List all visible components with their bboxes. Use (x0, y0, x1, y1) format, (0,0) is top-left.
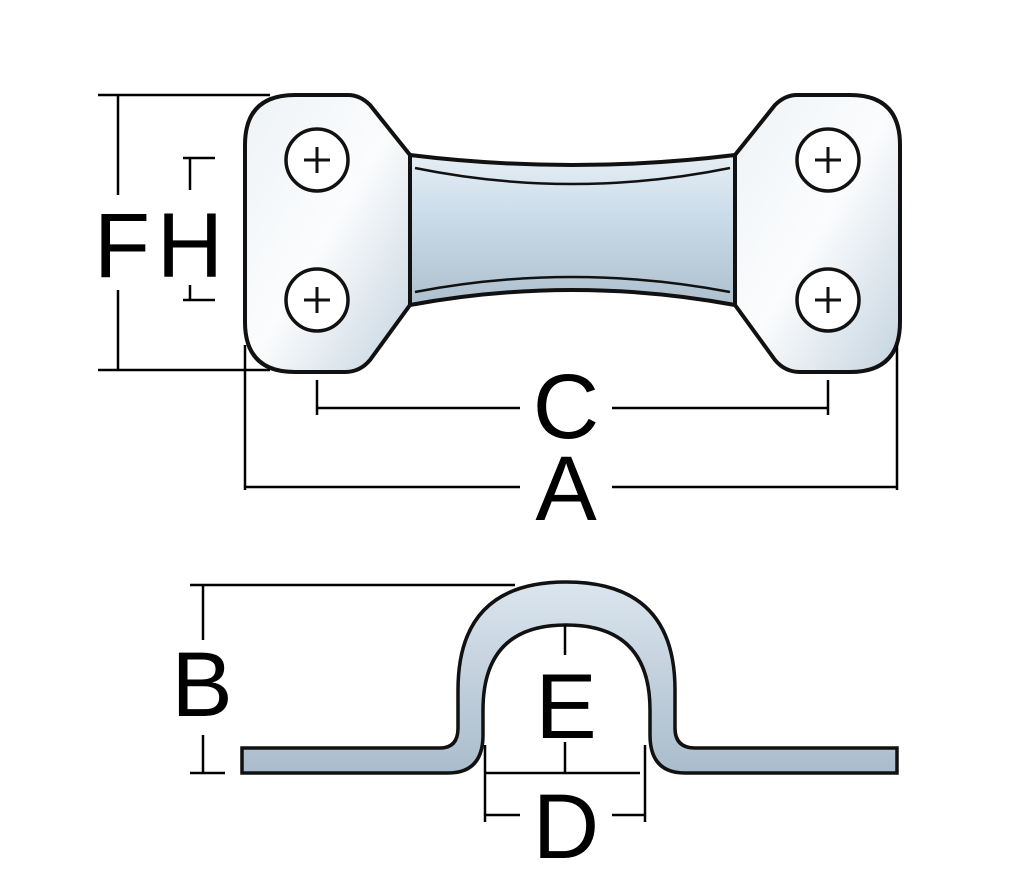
label-a: A (535, 438, 597, 540)
screw-top-left (284, 127, 350, 193)
screw-top-right (795, 127, 861, 193)
label-e: E (535, 656, 596, 758)
dimension-e: E (535, 625, 597, 773)
label-b: B (171, 634, 232, 736)
label-f: F (94, 195, 150, 297)
dimension-h: H (157, 156, 223, 302)
label-c: C (533, 356, 599, 458)
bridge (408, 152, 737, 308)
label-h: H (157, 195, 223, 297)
screw-bottom-right (795, 267, 861, 333)
dimension-c: C (315, 356, 830, 458)
dimension-a: A (243, 345, 899, 540)
top-view (243, 93, 902, 374)
label-d: D (533, 776, 599, 878)
side-profile (240, 580, 899, 775)
dimension-b: B (171, 583, 515, 775)
dimension-f: F (94, 93, 270, 372)
side-view (240, 580, 899, 775)
dimension-d: D (483, 745, 647, 878)
bridge-highlight (414, 166, 731, 294)
screw-bottom-left (284, 267, 350, 333)
